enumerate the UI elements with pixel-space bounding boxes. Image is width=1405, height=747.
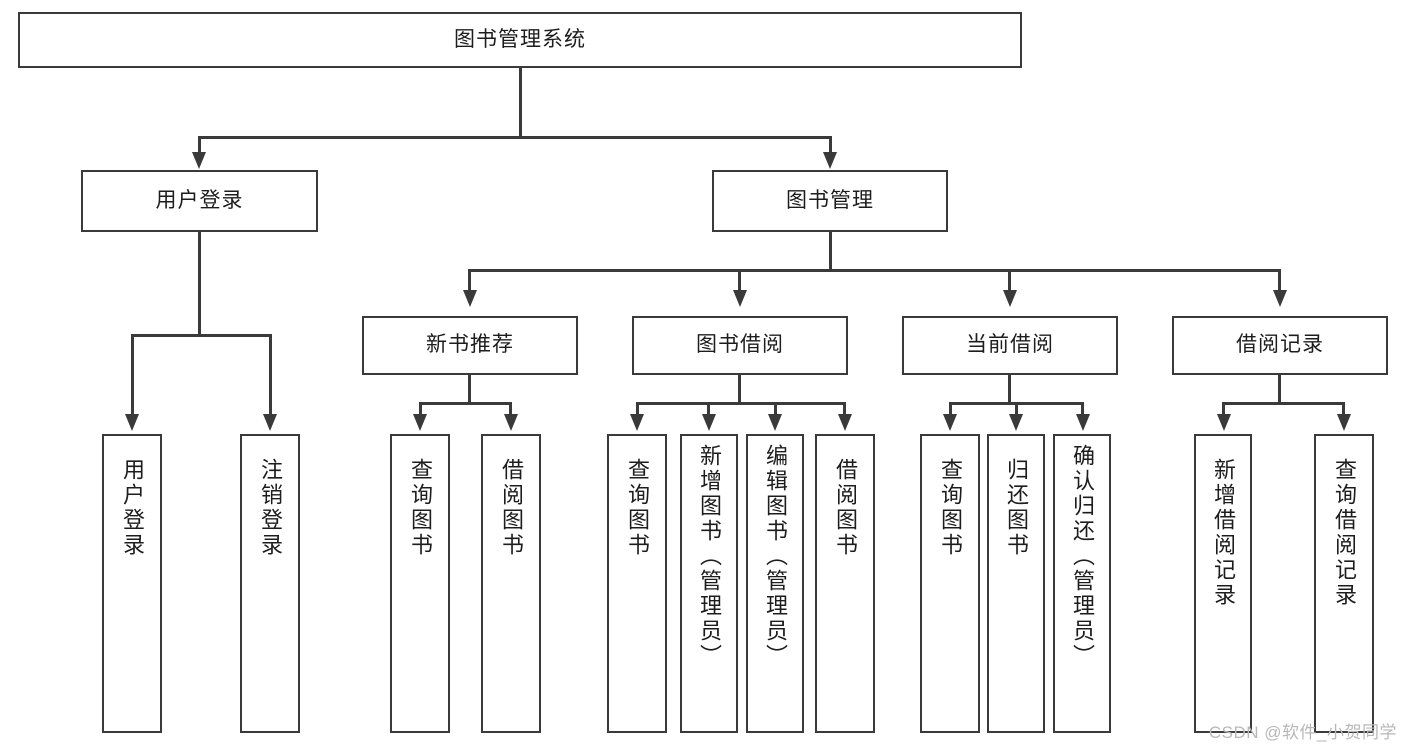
connector-bb-drop-1: [636, 402, 639, 418]
arrow-to-leaf-query-book-3: [943, 414, 957, 431]
node-leaf-query-book-2[interactable]: 查询图书: [607, 434, 667, 733]
arrow-to-leaf-edit-book: [768, 414, 782, 431]
node-borrow-record-label: 借阅记录: [1236, 333, 1324, 357]
node-leaf-add-book[interactable]: 新增图书（管理员）: [680, 434, 738, 733]
node-leaf-query-book-1-label: 查询图书: [407, 458, 433, 558]
node-leaf-query-book-2-label: 查询图书: [624, 458, 650, 558]
node-leaf-add-record-label: 新增借阅记录: [1210, 458, 1236, 608]
connector-book-manage-drop-1: [468, 269, 471, 293]
node-new-book-recommend[interactable]: 新书推荐: [362, 316, 578, 375]
connector-nbr-drop-2: [509, 402, 512, 418]
connector-root-stem: [519, 68, 522, 138]
watermark: CSDN @软件_小贺同学: [1208, 723, 1397, 742]
node-leaf-return-book-label: 归还图书: [1003, 458, 1029, 558]
connector-book-manage-stem: [829, 232, 832, 272]
connector-book-manage-bus: [468, 269, 1280, 272]
arrow-to-new-book-recommend: [463, 290, 477, 307]
node-leaf-edit-book-label: 编辑图书（管理员）: [762, 444, 788, 669]
node-leaf-confirm-return[interactable]: 确认归还（管理员）: [1053, 434, 1111, 733]
node-new-book-recommend-label: 新书推荐: [426, 333, 514, 357]
connector-bb-drop-3: [774, 402, 777, 418]
arrow-to-leaf-query-record: [1337, 414, 1351, 431]
arrow-to-borrow-record: [1273, 290, 1287, 307]
node-leaf-add-record[interactable]: 新增借阅记录: [1194, 434, 1252, 733]
arrow-to-leaf-query-book-2: [630, 414, 644, 431]
connector-user-login-bus: [131, 334, 271, 337]
connector-br-drop-1: [1222, 402, 1225, 418]
connector-bb-drop-4: [843, 402, 846, 418]
connector-borrow-record-bus: [1222, 402, 1344, 405]
node-current-borrow-label: 当前借阅: [966, 333, 1054, 357]
arrow-to-leaf-add-record: [1217, 414, 1231, 431]
arrow-to-book-borrow: [733, 290, 747, 307]
node-leaf-edit-book[interactable]: 编辑图书（管理员）: [746, 434, 804, 733]
node-leaf-logout-login[interactable]: 注销登录: [240, 434, 300, 733]
arrow-to-leaf-user-login: [125, 414, 139, 431]
node-leaf-borrow-book-2-label: 借阅图书: [832, 458, 858, 558]
connector-cb-drop-3: [1081, 402, 1084, 418]
connector-book-manage-drop-4: [1278, 269, 1281, 293]
node-leaf-borrow-book-2[interactable]: 借阅图书: [815, 434, 875, 733]
connector-new-book-recommend-bus: [419, 402, 511, 405]
node-leaf-user-login[interactable]: 用户登录: [102, 434, 162, 733]
connector-borrow-record-stem: [1278, 375, 1281, 404]
node-leaf-query-record[interactable]: 查询借阅记录: [1314, 434, 1374, 733]
node-leaf-borrow-book-1-label: 借阅图书: [498, 458, 524, 558]
node-leaf-user-login-label: 用户登录: [119, 458, 145, 558]
arrow-to-leaf-borrow-book-2: [838, 414, 852, 431]
connector-cb-drop-1: [949, 402, 952, 418]
connector-cb-drop-2: [1015, 402, 1018, 418]
node-leaf-query-book-1[interactable]: 查询图书: [390, 434, 450, 733]
arrow-to-leaf-confirm-return: [1076, 414, 1090, 431]
connector-nbr-drop-1: [419, 402, 422, 418]
arrow-to-leaf-add-book: [702, 414, 716, 431]
arrow-to-book-manage: [823, 152, 837, 169]
node-root-label: 图书管理系统: [454, 27, 586, 51]
node-book-borrow-label: 图书借阅: [696, 333, 784, 357]
node-leaf-borrow-book-1[interactable]: 借阅图书: [481, 434, 541, 733]
arrow-to-leaf-logout-login: [263, 414, 277, 431]
connector-book-manage-drop-2: [738, 269, 741, 293]
connector-book-borrow-stem: [738, 375, 741, 404]
node-leaf-confirm-return-label: 确认归还（管理员）: [1069, 444, 1095, 669]
connector-book-manage-drop-3: [1008, 269, 1011, 293]
node-leaf-add-book-label: 新增图书（管理员）: [696, 444, 722, 669]
arrow-to-current-borrow: [1003, 290, 1017, 307]
node-leaf-return-book[interactable]: 归还图书: [987, 434, 1045, 733]
connector-br-drop-2: [1342, 402, 1345, 418]
connector-root-bus: [198, 136, 832, 139]
node-leaf-query-record-label: 查询借阅记录: [1331, 458, 1357, 608]
connector-current-borrow-stem: [1008, 375, 1011, 404]
arrow-to-leaf-query-book-1: [413, 414, 427, 431]
node-leaf-logout-login-label: 注销登录: [257, 458, 283, 558]
node-leaf-query-book-3[interactable]: 查询图书: [920, 434, 980, 733]
connector-user-login-stem: [198, 232, 201, 336]
node-book-borrow[interactable]: 图书借阅: [632, 316, 848, 375]
connector-root-drop-left: [198, 136, 201, 156]
node-root[interactable]: 图书管理系统: [18, 12, 1022, 68]
connector-root-drop-right: [829, 136, 832, 156]
node-user-login-label: 用户登录: [155, 188, 244, 212]
connector-bb-drop-2: [707, 402, 710, 418]
connector-book-borrow-bus: [636, 402, 845, 405]
connector-new-book-recommend-stem: [468, 375, 471, 404]
node-user-login[interactable]: 用户登录: [81, 170, 318, 232]
connector-user-login-drop-1: [131, 334, 134, 418]
arrow-to-leaf-return-book: [1009, 414, 1023, 431]
node-borrow-record[interactable]: 借阅记录: [1172, 316, 1388, 375]
node-book-manage-label: 图书管理: [786, 188, 874, 212]
node-leaf-query-book-3-label: 查询图书: [937, 458, 963, 558]
node-book-manage[interactable]: 图书管理: [712, 170, 948, 232]
node-current-borrow[interactable]: 当前借阅: [902, 316, 1118, 375]
arrow-to-user-login: [192, 152, 206, 169]
connector-user-login-drop-2: [269, 334, 272, 418]
arrow-to-leaf-borrow-book-1: [504, 414, 518, 431]
